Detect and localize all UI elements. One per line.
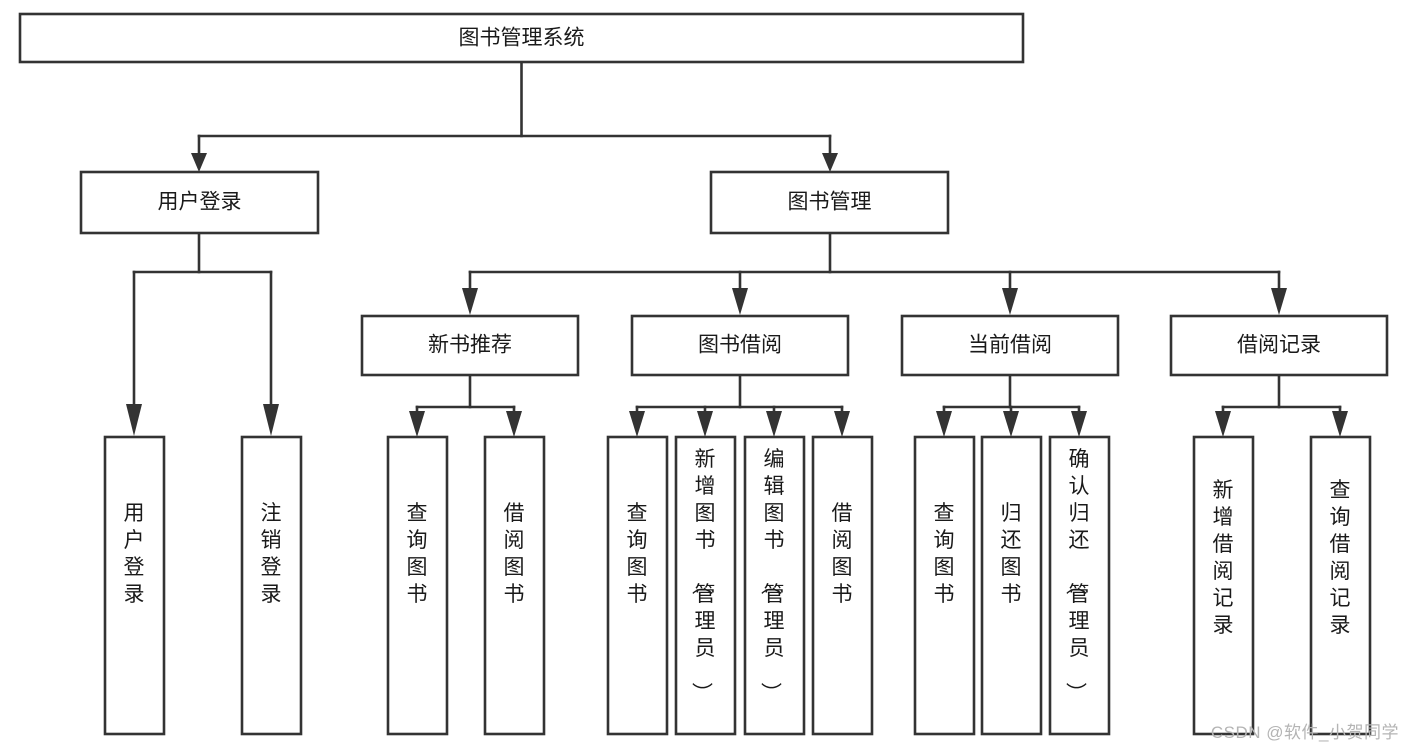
arrow-head-leaf-borrow-book-1 bbox=[506, 411, 522, 437]
leaf-query-book-3-box[interactable] bbox=[913, 435, 976, 736]
node-user-login-box[interactable] bbox=[79, 170, 320, 235]
leaf-borrow-book-1[interactable]: 借阅图书 bbox=[483, 435, 546, 736]
leaf-edit-book-label: 编辑图书（管理员） bbox=[759, 448, 785, 703]
node-new-book-recommend-box[interactable] bbox=[360, 314, 580, 377]
leaf-add-book[interactable]: 新增图书（管理员） bbox=[674, 435, 737, 736]
node-user-login[interactable]: 用户登录 bbox=[79, 170, 320, 235]
leaf-query-book-1[interactable]: 查询图书 bbox=[386, 435, 449, 736]
connector-layer bbox=[126, 60, 1348, 437]
leaf-query-record-box[interactable] bbox=[1309, 435, 1372, 736]
arrow-head-leaf-query-record bbox=[1332, 411, 1348, 437]
arrow-head-bookmgmt bbox=[822, 153, 838, 172]
leaf-add-record-label: 新增借阅记录 bbox=[1213, 479, 1234, 637]
arrow-head-leaf-return-book bbox=[1003, 411, 1019, 437]
leaf-user-logout-label: 注销登录 bbox=[261, 502, 282, 606]
node-user-login-label: 用户登录 bbox=[158, 191, 242, 214]
leaf-query-record[interactable]: 查询借阅记录 bbox=[1309, 435, 1372, 736]
leaf-borrow-book-2-label: 借阅图书 bbox=[832, 502, 853, 606]
node-root-box[interactable] bbox=[18, 12, 1025, 64]
node-book-borrow-label: 图书借阅 bbox=[698, 334, 782, 357]
node-root[interactable]: 图书管理系统 bbox=[18, 12, 1025, 64]
arrow-head-leaf-query-book-3 bbox=[936, 411, 952, 437]
leaf-edit-book[interactable]: 编辑图书（管理员） bbox=[743, 435, 806, 736]
arrow-head-leaf-query-book-1 bbox=[409, 411, 425, 437]
leaf-confirm-return-box[interactable] bbox=[1048, 435, 1111, 736]
leaf-return-book-label: 归还图书 bbox=[1001, 502, 1022, 606]
leaf-add-book-label: 新增图书（管理员） bbox=[690, 448, 716, 703]
arrow-head-leaf-user-login bbox=[126, 404, 142, 436]
arrow-head-leaf-borrow-book-2 bbox=[834, 411, 850, 437]
node-borrow-record-box[interactable] bbox=[1169, 314, 1389, 377]
leaf-return-book[interactable]: 归还图书 bbox=[980, 435, 1043, 736]
leaf-confirm-return[interactable]: 确认归还（管理员） bbox=[1048, 435, 1111, 736]
leaf-user-login-label: 用户登录 bbox=[124, 502, 145, 606]
leaf-add-record[interactable]: 新增借阅记录 bbox=[1192, 435, 1255, 736]
node-root-label: 图书管理系统 bbox=[459, 27, 585, 50]
arrow-head-leaf-query-book-2 bbox=[629, 411, 645, 437]
leaf-add-book-box[interactable] bbox=[674, 435, 737, 736]
node-book-management-box[interactable] bbox=[709, 170, 950, 235]
arrow-head-leaf-confirm-return bbox=[1071, 411, 1087, 437]
node-new-book-recommend[interactable]: 新书推荐 bbox=[360, 314, 580, 377]
leaf-user-login[interactable]: 用户登录 bbox=[103, 435, 166, 736]
leaf-borrow-book-2[interactable]: 借阅图书 bbox=[811, 435, 874, 736]
leaf-query-book-2-label: 查询图书 bbox=[627, 502, 648, 606]
node-borrow-record-label: 借阅记录 bbox=[1237, 334, 1321, 357]
leaf-user-logout[interactable]: 注销登录 bbox=[240, 435, 303, 736]
node-current-borrow-label: 当前借阅 bbox=[968, 334, 1052, 357]
leaf-add-record-box[interactable] bbox=[1192, 435, 1255, 736]
node-current-borrow[interactable]: 当前借阅 bbox=[900, 314, 1120, 377]
node-new-book-recommend-label: 新书推荐 bbox=[428, 334, 512, 357]
arrow-head-new-book-recommend bbox=[462, 288, 478, 315]
arrow-head-leaf-add-record bbox=[1215, 411, 1231, 437]
leaf-user-logout-box[interactable] bbox=[240, 435, 303, 736]
leaf-query-book-1-label: 查询图书 bbox=[407, 502, 428, 606]
arrow-head-leaf-edit-book bbox=[766, 411, 782, 437]
leaf-confirm-return-label: 确认归还（管理员） bbox=[1064, 448, 1090, 703]
arrow-head-leaf-user-logout bbox=[263, 404, 279, 436]
leaf-borrow-book-1-box[interactable] bbox=[483, 435, 546, 736]
leaf-query-book-2[interactable]: 查询图书 bbox=[606, 435, 669, 736]
node-borrow-record[interactable]: 借阅记录 bbox=[1169, 314, 1389, 377]
arrow-head-userlogin bbox=[191, 153, 207, 172]
leaf-borrow-book-1-label: 借阅图书 bbox=[504, 502, 525, 606]
node-current-borrow-box[interactable] bbox=[900, 314, 1120, 377]
leaf-query-book-1-box[interactable] bbox=[386, 435, 449, 736]
node-book-management[interactable]: 图书管理 bbox=[709, 170, 950, 235]
node-book-borrow-box[interactable] bbox=[630, 314, 850, 377]
leaf-return-book-box[interactable] bbox=[980, 435, 1043, 736]
leaf-query-record-label: 查询借阅记录 bbox=[1330, 479, 1351, 637]
leaf-query-book-3-label: 查询图书 bbox=[934, 502, 955, 606]
arrow-head-book-borrow bbox=[732, 288, 748, 315]
node-book-management-label: 图书管理 bbox=[788, 191, 872, 214]
arrow-head-borrow-record bbox=[1271, 288, 1287, 315]
leaf-edit-book-box[interactable] bbox=[743, 435, 806, 736]
leaf-query-book-2-box[interactable] bbox=[606, 435, 669, 736]
node-book-borrow[interactable]: 图书借阅 bbox=[630, 314, 850, 377]
leaf-query-book-3[interactable]: 查询图书 bbox=[913, 435, 976, 736]
arrow-head-current-borrow bbox=[1002, 288, 1018, 315]
leaf-user-login-box[interactable] bbox=[103, 435, 166, 736]
arrow-head-leaf-add-book bbox=[697, 411, 713, 437]
leaf-borrow-book-2-box[interactable] bbox=[811, 435, 874, 736]
